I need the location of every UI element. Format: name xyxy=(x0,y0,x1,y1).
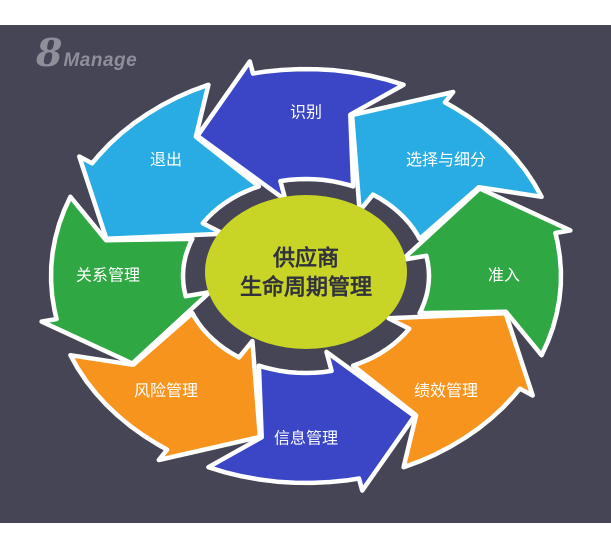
center-title-line2: 生命周期管理 xyxy=(240,275,372,300)
cycle-arrow-risk xyxy=(68,310,263,463)
cycle-label-information: 信息管理 xyxy=(274,430,338,448)
cycle-arrows xyxy=(39,59,573,493)
cycle-label-risk: 风险管理 xyxy=(134,382,198,400)
cycle-label-exit: 退出 xyxy=(150,151,182,169)
logo-8: 8 xyxy=(36,30,63,75)
center-ellipse xyxy=(205,195,407,349)
cycle-label-admission: 准入 xyxy=(488,267,520,285)
cycle-arrow-performance xyxy=(350,310,535,470)
cycle-label-relationship: 关系管理 xyxy=(76,267,140,285)
logo: 8Manage xyxy=(36,34,137,72)
center-title-line1: 供应商 xyxy=(272,246,339,271)
cycle-arrow-information xyxy=(206,349,417,493)
cycle-label-performance: 绩效管理 xyxy=(414,382,478,400)
cycle-label-identify: 识别 xyxy=(290,104,322,122)
logo-name: Manage xyxy=(63,50,138,71)
cycle-label-select: 选择与细分 xyxy=(406,151,486,169)
